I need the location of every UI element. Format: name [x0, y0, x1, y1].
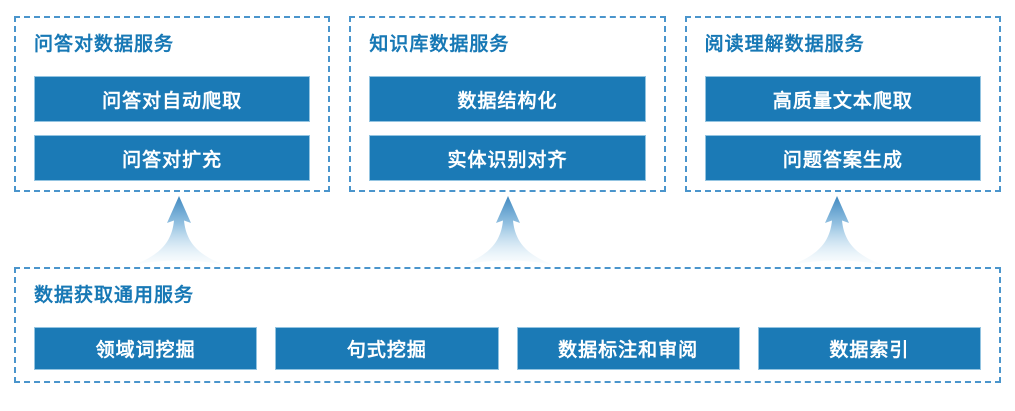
flow-up-arrow-icon [132, 196, 225, 265]
bottom-nodes-row: 领域词挖掘 句式挖掘 数据标注和审阅 数据索引 [34, 327, 981, 370]
arrow-cell [343, 192, 672, 267]
group-title: 知识库数据服务 [369, 34, 510, 55]
arrow-cell [672, 192, 1001, 267]
node-domain-word-mining: 领域词挖掘 [34, 327, 258, 370]
group-reading-comprehension-data-service: 阅读理解数据服务 高质量文本爬取 问题答案生成 [684, 16, 1001, 192]
node-data-structuring: 数据结构化 [369, 76, 646, 122]
group-title: 阅读理解数据服务 [704, 34, 865, 55]
node-data-indexing: 数据索引 [757, 327, 981, 370]
arrow-cell [14, 192, 343, 267]
node-qa-pair-expansion: 问答对扩充 [34, 135, 311, 181]
group-knowledge-base-data-service: 知识库数据服务 数据结构化 实体识别对齐 [349, 16, 666, 192]
flow-up-arrow-icon [790, 196, 883, 265]
group-data-acquisition-common-service: 数据获取通用服务 领域词挖掘 句式挖掘 数据标注和审阅 数据索引 [14, 267, 1001, 383]
node-sentence-pattern-mining: 句式挖掘 [275, 327, 499, 370]
group-title: 数据获取通用服务 [34, 285, 195, 306]
node-question-answer-generation: 问题答案生成 [704, 135, 981, 181]
node-high-quality-text-crawl: 高质量文本爬取 [704, 76, 981, 122]
node-entity-recognition-alignment: 实体识别对齐 [369, 135, 646, 181]
node-data-annotation-review: 数据标注和审阅 [516, 327, 740, 370]
node-qa-pair-auto-crawl: 问答对自动爬取 [34, 76, 311, 122]
group-title: 问答对数据服务 [34, 34, 175, 55]
flow-arrows-row [14, 192, 1001, 267]
group-qa-pair-data-service: 问答对数据服务 问答对自动爬取 问答对扩充 [14, 16, 331, 192]
flow-up-arrow-icon [461, 196, 554, 265]
top-service-groups-row: 问答对数据服务 问答对自动爬取 问答对扩充 知识库数据服务 数据结构化 实体识别… [14, 16, 1001, 192]
